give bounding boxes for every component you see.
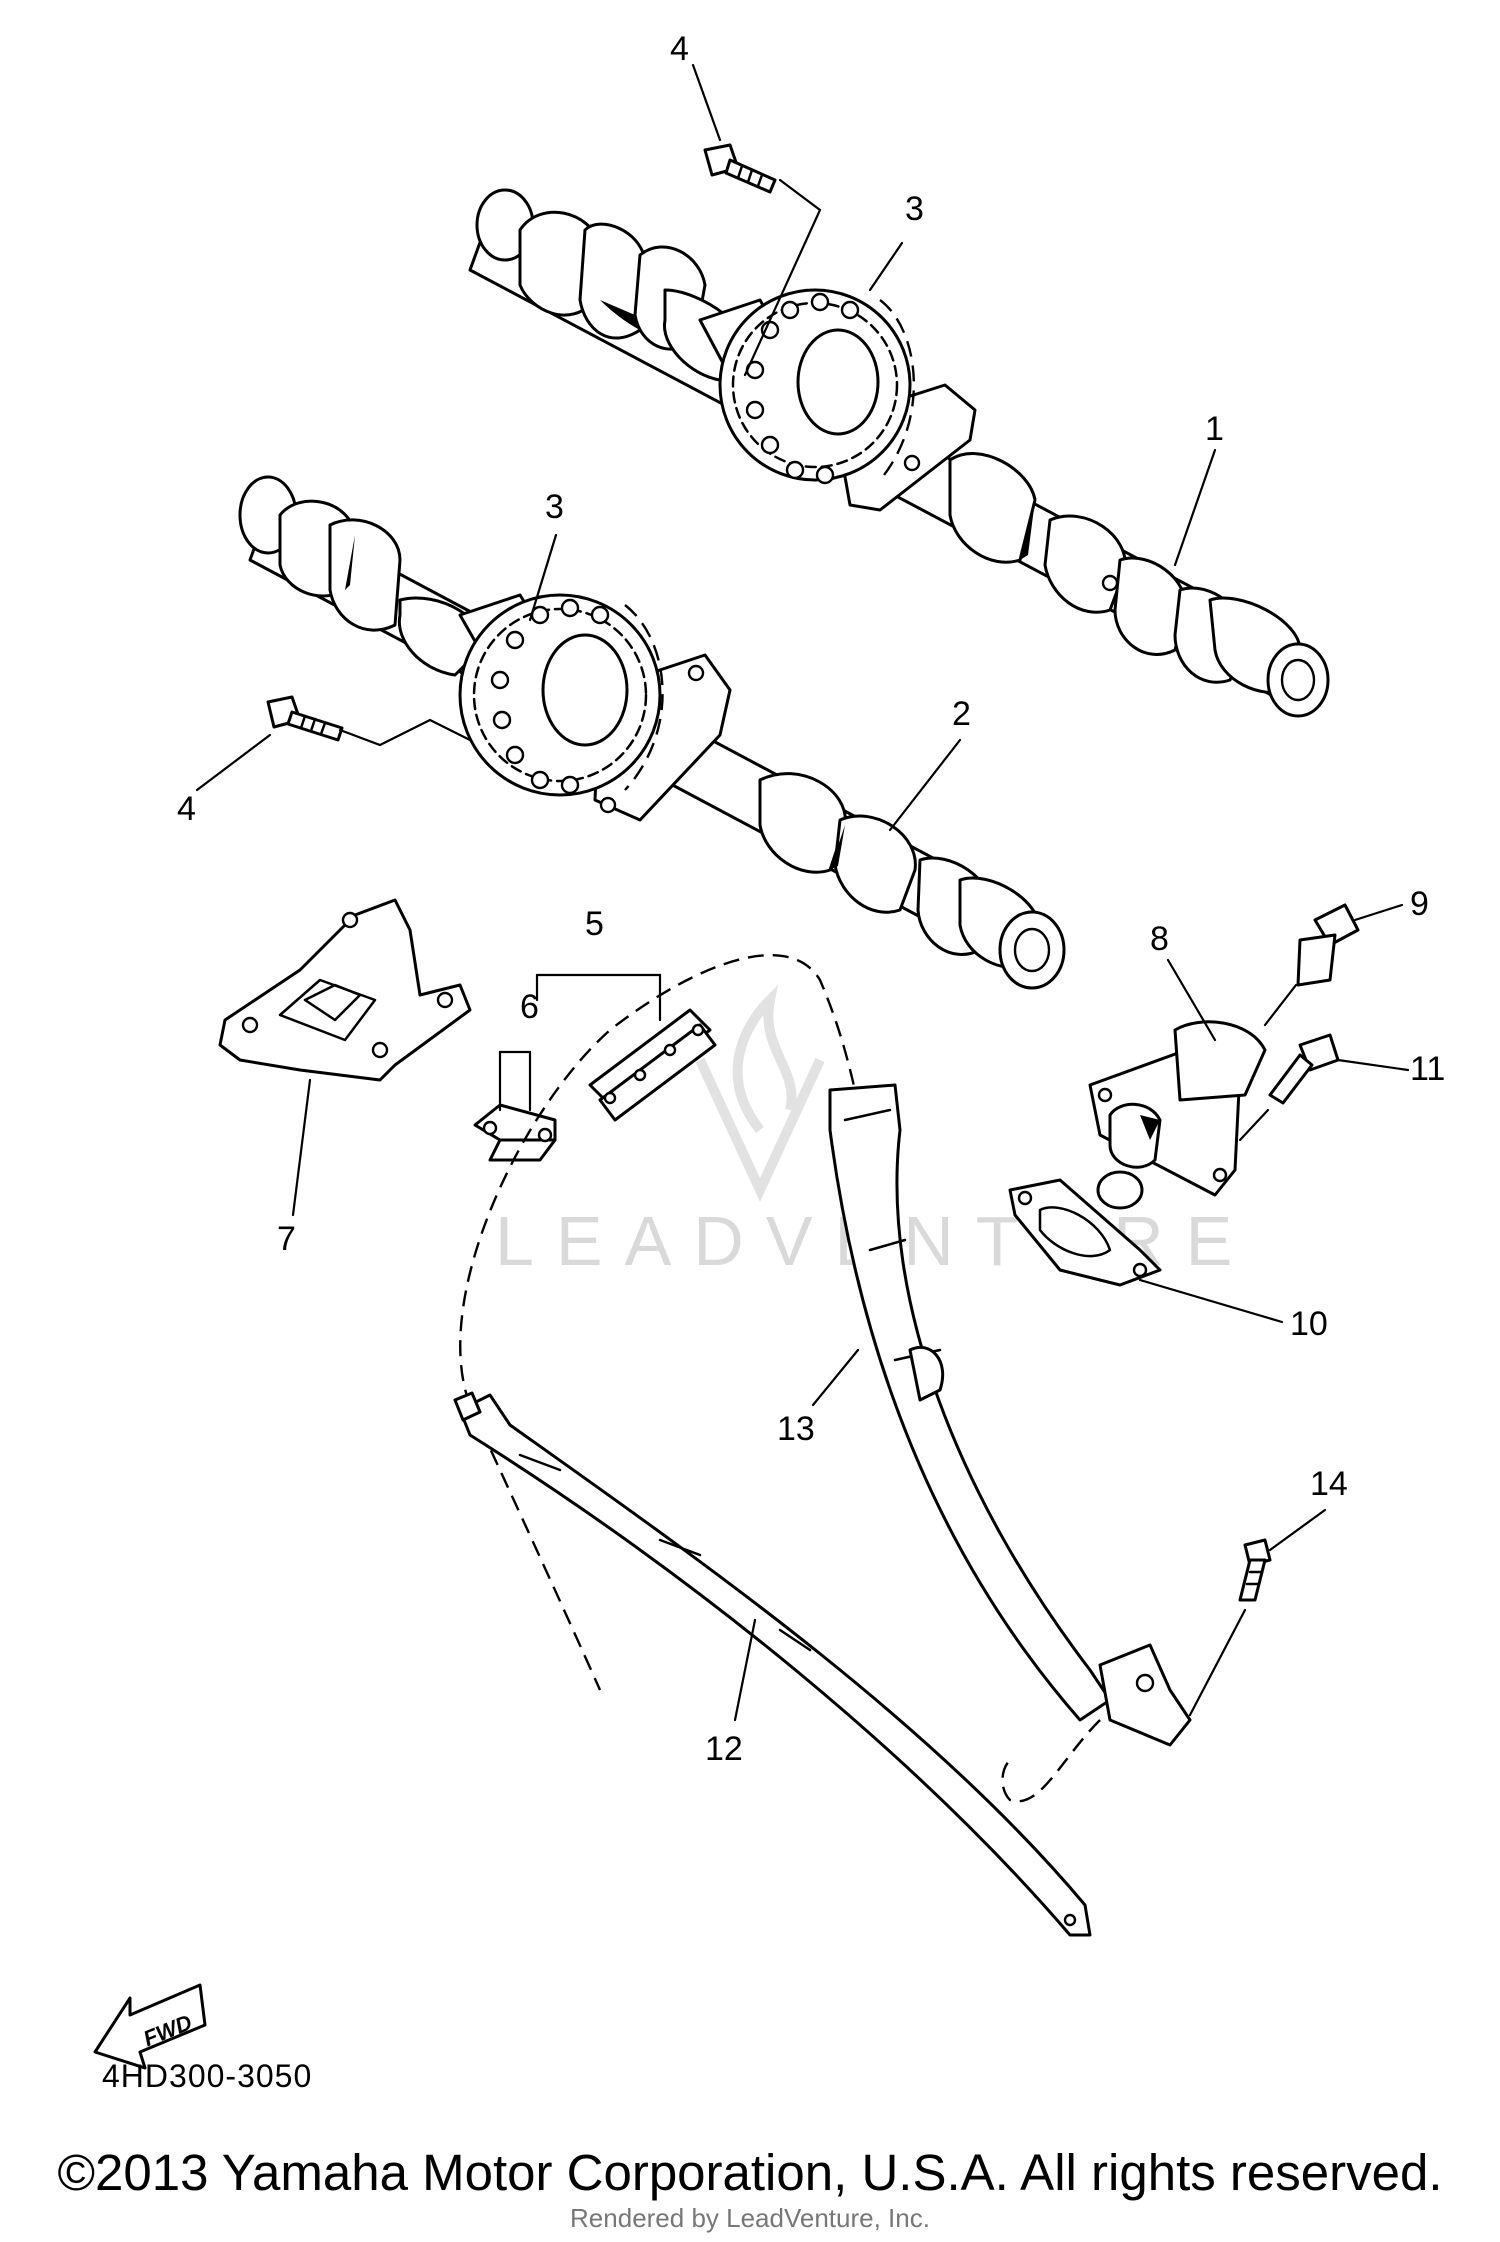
callout-14: 14 xyxy=(1310,1465,1348,1503)
cam-sprocket-lower xyxy=(458,593,664,797)
copyright-notice: ©2013 Yamaha Motor Corporation, U.S.A. A… xyxy=(57,2144,1443,2201)
callout-2: 2 xyxy=(952,695,971,733)
chain-tensioner xyxy=(1088,1020,1267,1210)
callout-10: 10 xyxy=(1290,1305,1328,1343)
callout-1: 1 xyxy=(1205,410,1224,448)
bolt-lower xyxy=(266,695,344,742)
leader-lines xyxy=(195,63,1410,1722)
callout-6: 6 xyxy=(520,988,539,1026)
callout-9: 9 xyxy=(1410,885,1429,923)
callout-5: 5 xyxy=(585,905,604,943)
bolt-14 xyxy=(1238,1538,1272,1602)
callout-7: 7 xyxy=(277,1220,296,1258)
fwd-arrow-icon: FWD xyxy=(93,1983,207,2070)
cam-chain-link xyxy=(588,1008,717,1122)
callout-4: 4 xyxy=(177,790,196,828)
cam-sprocket-upper xyxy=(718,288,916,485)
callouts: 4 3 1 3 2 4 5 6 7 8 9 11 10 13 14 12 xyxy=(177,30,1445,1768)
callout-12: 12 xyxy=(705,1730,743,1768)
bolt-upper xyxy=(703,143,777,194)
chain-joint xyxy=(473,1103,557,1162)
chain-guide-top xyxy=(218,898,472,1082)
bolt-11 xyxy=(1268,1033,1340,1105)
bolt-9 xyxy=(1296,903,1360,987)
tensioner-gasket xyxy=(1008,1178,1162,1287)
callout-3: 3 xyxy=(905,190,924,228)
rendered-by-text: Rendered by LeadVenture, Inc. xyxy=(570,2203,930,2233)
callout-11: 11 xyxy=(1410,1050,1445,1088)
sprocket-holes-lower xyxy=(490,598,610,795)
diagram-code: 4HD300-3050 xyxy=(102,2058,313,2094)
camshaft-upper xyxy=(468,188,1330,718)
cam-chain-path xyxy=(459,953,1101,1803)
callout-8: 8 xyxy=(1150,920,1169,958)
sprocket-holes-upper xyxy=(745,292,860,485)
callout-4: 4 xyxy=(670,30,689,68)
chain-guide-12 xyxy=(453,1391,1092,1937)
chain-guide-13 xyxy=(828,1083,1192,1747)
callout-13: 13 xyxy=(777,1410,815,1448)
leadventure-logo-icon xyxy=(695,984,825,1202)
callout-3: 3 xyxy=(545,488,564,526)
